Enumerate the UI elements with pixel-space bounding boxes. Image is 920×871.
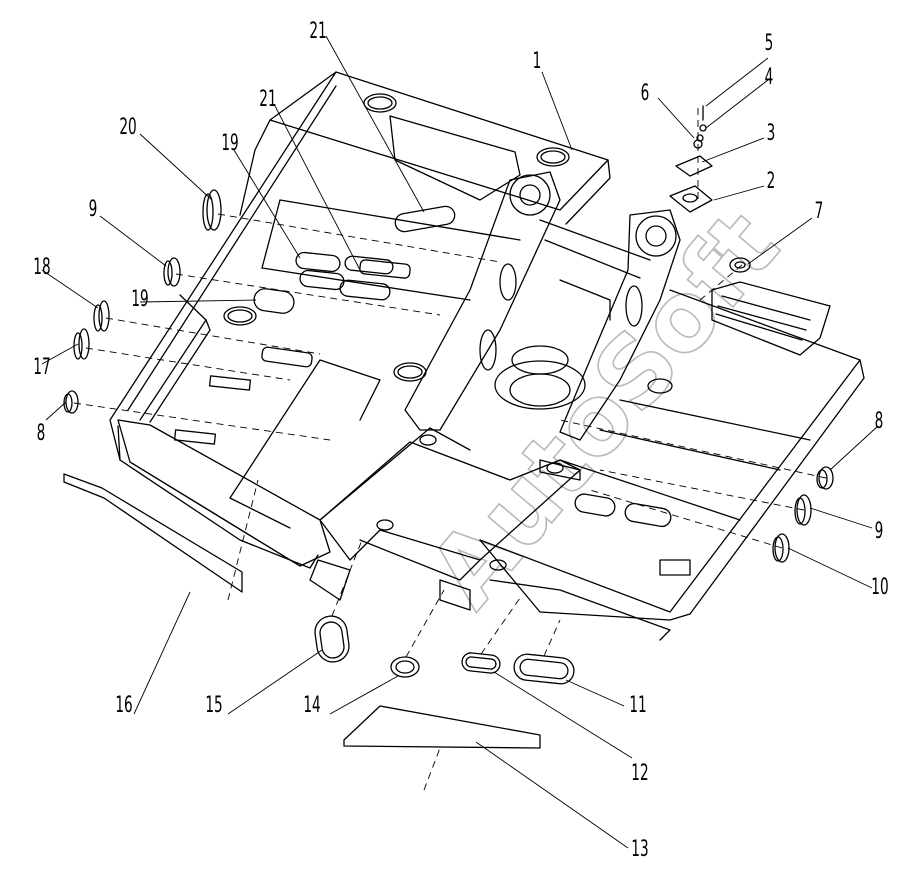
callout-11: 11	[629, 693, 646, 718]
callout-12: 12	[631, 761, 648, 786]
callout-20: 20	[119, 115, 136, 140]
callout-13: 13	[631, 837, 648, 862]
right-plugs	[772, 466, 834, 563]
callout-5: 5	[765, 31, 774, 56]
callout-19-lower: 19	[131, 287, 148, 312]
callout-4: 4	[765, 65, 774, 90]
callout-7: 7	[815, 199, 824, 224]
cover-plate-assembly	[669, 105, 713, 213]
callout-8-left: 8	[37, 421, 46, 446]
boom-mount	[404, 171, 681, 441]
callout-9-left: 9	[89, 197, 98, 222]
callout-16: 16	[115, 693, 132, 718]
callout-17: 17	[33, 355, 50, 380]
slot-covers	[253, 251, 394, 314]
left-plugs	[63, 189, 222, 414]
callout-14: 14	[303, 693, 320, 718]
callout-1: 1	[533, 49, 542, 74]
callout-15: 15	[205, 693, 222, 718]
callout-10: 10	[871, 575, 888, 600]
crossmember	[309, 434, 581, 611]
upper-frame	[109, 71, 611, 461]
callout-6: 6	[641, 81, 650, 106]
callout-8-right: 8	[875, 409, 884, 434]
step-ladder	[711, 281, 831, 356]
leader-lines	[41, 35, 879, 849]
callout-labels: 1 2 3 4 5 6 7 8 8 9 9 10 11 12 13 14 15 …	[33, 19, 888, 862]
part-7-grommet	[729, 257, 751, 273]
callout-21-lower: 21	[259, 87, 276, 112]
callout-18: 18	[33, 255, 50, 280]
left-floor-plate	[117, 359, 471, 569]
callout-2: 2	[767, 169, 776, 194]
right-floor-plate	[479, 289, 865, 641]
callout-3: 3	[767, 121, 776, 146]
bottom-parts	[63, 473, 575, 749]
assembly-lines	[73, 213, 827, 791]
callout-19-upper: 19	[221, 131, 238, 156]
callout-21-upper: 21	[309, 19, 326, 44]
callout-9-right: 9	[875, 519, 884, 544]
